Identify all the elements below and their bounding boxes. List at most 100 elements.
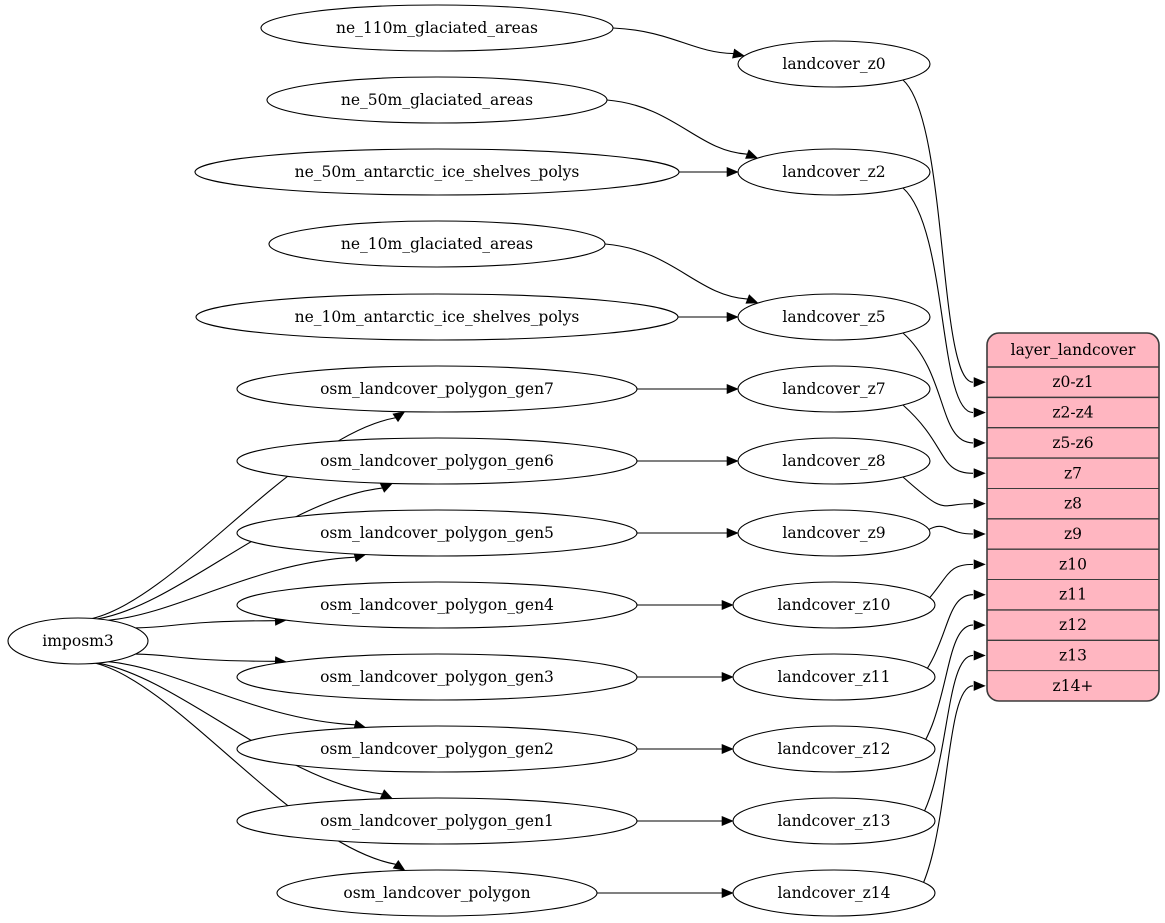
edge-arrowhead (973, 498, 986, 509)
view-node-shape[interactable] (732, 725, 936, 773)
node-ne_110m_glaciated_areas[interactable]: ne_110m_glaciated_areas (260, 4, 614, 52)
node-osm_landcover_polygon[interactable]: osm_landcover_polygon (276, 869, 598, 917)
layer-table-row-z7[interactable] (987, 458, 1159, 488)
edge-landcover_z5-to-layer_landcover-z5-z6 (902, 332, 974, 444)
edge-arrowhead (973, 528, 986, 540)
view-node-shape[interactable] (737, 40, 931, 88)
layer-table-row-z9[interactable] (987, 519, 1159, 549)
edge-arrowhead (726, 166, 739, 178)
edge-imposm3-to-osm_landcover_polygon_gen3 (135, 653, 276, 662)
node-landcover_z0[interactable]: landcover_z0 (737, 40, 931, 88)
edge-landcover_z2-to-layer_landcover-z2-z4 (902, 187, 974, 414)
view-node-shape[interactable] (732, 653, 936, 701)
layer-table-row-z0-z1[interactable] (987, 367, 1159, 397)
node-landcover_z10[interactable]: landcover_z10 (732, 581, 936, 629)
edge-arrowhead (973, 437, 986, 448)
node-osm_landcover_polygon_gen3[interactable]: osm_landcover_polygon_gen3 (236, 653, 638, 701)
edge-landcover_z7-to-layer_landcover-z7 (902, 404, 974, 474)
edge-arrowhead (379, 483, 393, 493)
edge-arrowhead (973, 468, 986, 479)
node-osm_landcover_polygon_gen4[interactable]: osm_landcover_polygon_gen4 (236, 581, 638, 629)
layer-landcover-table: layer_landcoverz0-z1z2-z4z5-z6z7z8z9z10z… (986, 332, 1160, 702)
view-node-shape[interactable] (737, 509, 931, 557)
view-node-shape[interactable] (737, 148, 931, 196)
view-node-shape[interactable] (737, 293, 931, 341)
edge-arrowhead (973, 620, 986, 631)
edge-imposm3-to-osm_landcover_polygon (95, 662, 396, 865)
node-ne_10m_glaciated_areas[interactable]: ne_10m_glaciated_areas (268, 220, 606, 268)
edge-arrowhead (726, 311, 739, 323)
node-osm_landcover_polygon_gen6[interactable]: osm_landcover_polygon_gen6 (236, 437, 638, 485)
layer-table-row-z5-z6[interactable] (987, 428, 1159, 458)
input-table-node-shape[interactable] (194, 148, 680, 196)
edge-landcover_z8-to-layer_landcover-z8 (902, 476, 974, 507)
input-table-node-shape[interactable] (236, 509, 638, 557)
view-node-shape[interactable] (732, 869, 936, 917)
edge-arrowhead (392, 411, 406, 423)
node-landcover_z5[interactable]: landcover_z5 (737, 293, 931, 341)
node-osm_landcover_polygon_gen1[interactable]: osm_landcover_polygon_gen1 (236, 797, 638, 845)
view-node-shape[interactable] (732, 581, 936, 629)
layer-table-row-z11[interactable] (987, 580, 1159, 610)
node-landcover_z2[interactable]: landcover_z2 (737, 148, 931, 196)
layer-table-row-z13[interactable] (987, 640, 1159, 670)
edge-arrowhead (726, 383, 739, 395)
edge-landcover_z0-to-layer_landcover-z0-z1 (902, 79, 974, 383)
node-landcover_z12[interactable]: landcover_z12 (732, 725, 936, 773)
input-table-node-shape[interactable] (276, 869, 598, 917)
view-node-shape[interactable] (737, 437, 931, 485)
view-node-shape[interactable] (737, 365, 931, 413)
node-landcover_z7[interactable]: landcover_z7 (737, 365, 931, 413)
edge-arrowhead (973, 559, 986, 570)
edge-arrowhead (721, 671, 734, 683)
layer-table-row-z2-z4[interactable] (987, 397, 1159, 427)
node-osm_landcover_polygon_gen7[interactable]: osm_landcover_polygon_gen7 (236, 365, 638, 413)
input-table-node-shape[interactable] (236, 797, 638, 845)
input-table-node-shape[interactable] (236, 437, 638, 485)
layer-table-row-z8[interactable] (987, 488, 1159, 518)
node-landcover_z13[interactable]: landcover_z13 (732, 797, 936, 845)
edge-arrowhead (721, 815, 734, 827)
edge-arrowhead (379, 789, 393, 799)
view-node-shape[interactable] (732, 797, 936, 845)
input-table-node-shape[interactable] (266, 76, 608, 124)
node-landcover_z9[interactable]: landcover_z9 (737, 509, 931, 557)
input-table-node-shape[interactable] (236, 653, 638, 701)
layer-table-row-z12[interactable] (987, 610, 1159, 640)
node-ne_10m_antarctic_ice_shelves_polys[interactable]: ne_10m_antarctic_ice_shelves_polys (195, 293, 679, 341)
layer-table-row-z14+[interactable] (987, 671, 1159, 701)
input-table-node-shape[interactable] (195, 293, 679, 341)
layer-table-outline (986, 332, 1160, 702)
input-table-node-shape[interactable] (236, 365, 638, 413)
edge-arrowhead (721, 743, 734, 755)
input-table-node-shape[interactable] (236, 581, 638, 629)
edge-arrowhead (973, 377, 986, 388)
node-landcover_z14[interactable]: landcover_z14 (732, 869, 936, 917)
input-table-node-shape[interactable] (236, 725, 638, 773)
edge-arrowhead (745, 294, 759, 304)
edge-arrowhead (973, 650, 986, 661)
node-ne_50m_antarctic_ice_shelves_polys[interactable]: ne_50m_antarctic_ice_shelves_polys (194, 148, 680, 196)
node-landcover_z11[interactable]: landcover_z11 (732, 653, 936, 701)
edge-imposm3-to-osm_landcover_polygon_gen2 (108, 661, 355, 726)
node-ne_50m_glaciated_areas[interactable]: ne_50m_glaciated_areas (266, 76, 608, 124)
edge-arrowhead (721, 599, 734, 611)
input-table-node-shape[interactable] (260, 4, 614, 52)
source-node-shape[interactable] (7, 617, 149, 665)
edge-ne_10m_glaciated_areas-to-landcover_z5 (604, 243, 748, 300)
node-landcover_z8[interactable]: landcover_z8 (737, 437, 931, 485)
layer-table-row-z10[interactable] (987, 549, 1159, 579)
edge-imposm3-to-osm_landcover_polygon_gen5 (108, 556, 355, 621)
edge-arrowhead (726, 455, 739, 467)
edge-landcover_z14-to-layer_landcover-z14+ (906, 685, 974, 910)
edge-arrowhead (392, 859, 406, 871)
edge-arrowhead (726, 527, 739, 539)
node-osm_landcover_polygon_gen5[interactable]: osm_landcover_polygon_gen5 (236, 509, 638, 557)
node-imposm3[interactable]: imposm3 (7, 617, 149, 665)
edge-ne_110m_glaciated_areas-to-landcover_z0 (612, 27, 734, 55)
input-table-node-shape[interactable] (268, 220, 606, 268)
edge-imposm3-to-osm_landcover_polygon_gen1 (97, 662, 383, 795)
node-osm_landcover_polygon_gen2[interactable]: osm_landcover_polygon_gen2 (236, 725, 638, 773)
